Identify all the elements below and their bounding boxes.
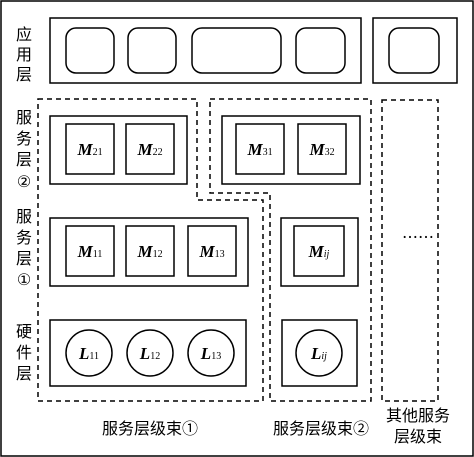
node-l13-label: L13 [200, 344, 221, 363]
module-m11[interactable] [65, 225, 115, 277]
layer-label-service2-char3: 层 [16, 150, 32, 169]
layer-label-service1-char4: ① [17, 270, 31, 289]
app-module-3[interactable] [191, 27, 282, 74]
other-service-bundle-outline [381, 99, 439, 402]
node-l11-label: L11 [78, 344, 99, 363]
layer-label-hardware: 硬 件 层 [16, 322, 32, 383]
layer-label-service1: 服 务 层 ① [16, 207, 32, 289]
node-l12-label: L12 [139, 344, 160, 363]
layer-label-app-char3: 层 [16, 65, 32, 84]
app-module-4[interactable] [295, 27, 346, 74]
module-m11-label: M11 [77, 242, 103, 261]
app-layer-box-other [372, 17, 458, 84]
service2-group-bundle1 [49, 115, 188, 185]
hardware-group-bundle1 [49, 319, 247, 387]
service1-group-bundle2 [280, 217, 359, 287]
app-module-2[interactable] [127, 27, 177, 74]
module-m13-label: M13 [198, 242, 224, 261]
module-m31-label: M31 [246, 140, 272, 159]
layer-label-service2-char1: 服 [16, 108, 32, 127]
app-module-1[interactable] [65, 27, 115, 74]
service-bundle-2-outline [209, 98, 372, 402]
layer-label-hardware-char2: 件 [16, 343, 32, 362]
module-m21[interactable] [65, 123, 115, 175]
node-lij-label: Lij [310, 344, 327, 363]
module-m31[interactable] [235, 123, 285, 175]
layer-label-hardware-char3: 层 [16, 364, 32, 383]
module-m21-label: M21 [76, 140, 102, 159]
service1-group-bundle1 [49, 217, 249, 287]
module-m22-label: M22 [136, 140, 162, 159]
module-m12[interactable] [125, 225, 175, 277]
node-l13[interactable] [187, 329, 235, 377]
node-l11[interactable] [65, 329, 113, 377]
module-m13[interactable] [187, 225, 237, 277]
service-bundle-1-outline [37, 98, 264, 402]
layer-label-service2: 服 务 层 ② [16, 108, 32, 191]
module-mij-label: Mij [308, 242, 330, 261]
module-m12-label: M12 [136, 242, 162, 261]
module-mij[interactable] [293, 225, 345, 277]
layer-label-service2-char4: ② [17, 172, 31, 191]
node-lij[interactable] [295, 329, 343, 377]
layer-label-app: 应 用 层 [16, 25, 32, 84]
layer-label-hardware-char1: 硬 [16, 322, 32, 341]
node-l12[interactable] [126, 329, 174, 377]
bundle2-caption: 服务层级束② [273, 419, 369, 438]
module-m32[interactable] [297, 123, 347, 175]
app-module-other[interactable] [388, 27, 440, 74]
layer-label-app-char1: 应 [16, 25, 32, 44]
other-bundles-ellipsis: …… [402, 223, 434, 242]
other-bundle-caption-line1: 其他服务 [386, 406, 450, 425]
layer-label-service1-char1: 服 [16, 207, 32, 226]
module-m32-label: M32 [308, 140, 334, 159]
module-m22[interactable] [125, 123, 175, 175]
layer-label-service2-char2: 务 [16, 129, 32, 148]
other-bundle-caption-line2: 层级束 [394, 427, 442, 446]
app-layer-box [49, 17, 362, 84]
layer-label-service1-char2: 务 [16, 228, 32, 247]
service2-group-bundle2 [221, 115, 361, 185]
bundle1-caption: 服务层级束① [102, 419, 198, 438]
layer-label-app-char2: 用 [16, 45, 32, 64]
hardware-group-bundle2 [281, 319, 358, 387]
layer-label-service1-char3: 层 [16, 249, 32, 268]
